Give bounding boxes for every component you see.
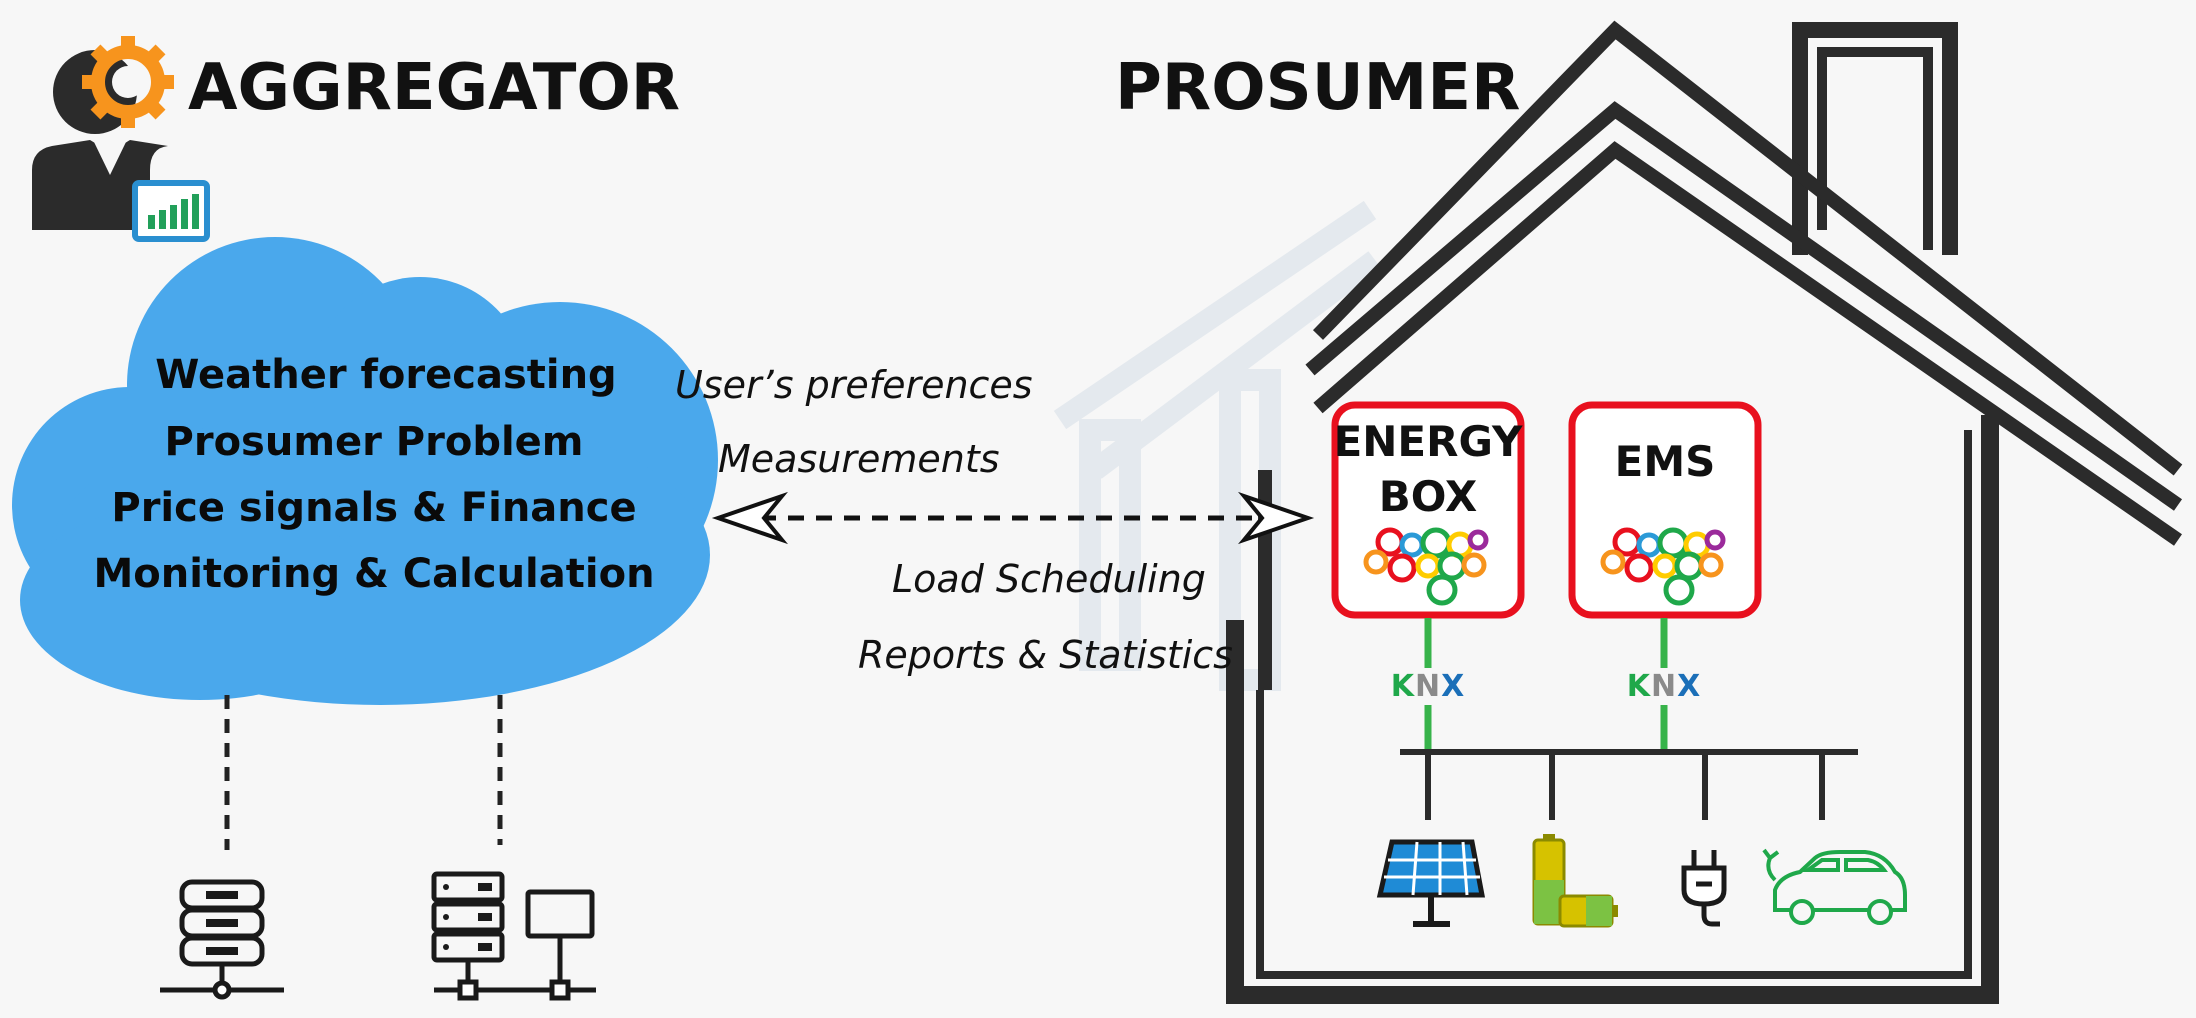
knx-k: K — [1390, 669, 1415, 704]
prosumer-title: PROSUMER — [1115, 51, 1521, 125]
flow-label-user-preferences: User’s preferences — [675, 363, 1033, 407]
energy-box-frame — [1331, 401, 1525, 619]
knx-x: X — [1677, 669, 1702, 704]
gear-icon — [82, 36, 174, 128]
energy-box-label-line2: BOX — [1378, 472, 1478, 522]
aggregator-title: AGGREGATOR — [188, 51, 681, 125]
knx-x: X — [1441, 669, 1466, 704]
plug-icon — [1681, 850, 1727, 927]
ems-label-line1: EMS — [1614, 437, 1716, 486]
battery-icon — [1532, 834, 1618, 928]
bidirectional-arrow — [711, 491, 1315, 545]
device-bus — [1400, 749, 1858, 820]
electric-car-icon — [1762, 848, 1907, 925]
ems-gears-icon — [1600, 527, 1726, 606]
knx-logo-ems: KNX — [1627, 672, 1702, 702]
server-network-icon — [431, 871, 596, 1001]
cloud-server-links — [224, 695, 503, 850]
database-icon — [160, 879, 284, 1000]
house-outline — [1226, 20, 2183, 1004]
knx-connectors — [1424, 618, 1668, 752]
ems-label: EMS — [1615, 434, 1716, 489]
cloud-line-weather: Weather forecasting — [155, 352, 617, 398]
flow-label-measurements: Measurements — [718, 437, 1000, 481]
cloud-line-prosumer-problem: Prosumer Problem — [164, 419, 584, 465]
house-ghost-outline — [1053, 200, 1382, 691]
knx-n: N — [1651, 669, 1678, 704]
flow-label-reports-statistics: Reports & Statistics — [858, 633, 1233, 677]
knx-logo-energy-box: KNX — [1391, 672, 1466, 702]
aggregator-cloud — [12, 237, 718, 705]
energy-box-label: ENERGY BOX — [1334, 414, 1523, 525]
monitor-chart-icon — [132, 180, 210, 242]
knx-k: K — [1626, 669, 1651, 704]
flow-label-load-scheduling: Load Scheduling — [892, 557, 1206, 601]
solar-panel-icon — [1376, 839, 1486, 927]
ems-frame — [1568, 401, 1762, 619]
cloud-line-monitoring: Monitoring & Calculation — [93, 551, 655, 597]
cloud-line-price-signals: Price signals & Finance — [111, 485, 637, 531]
knx-n: N — [1415, 669, 1442, 704]
energy-box-label-line1: ENERGY — [1333, 417, 1523, 466]
energy-box-gears-icon — [1363, 527, 1489, 606]
